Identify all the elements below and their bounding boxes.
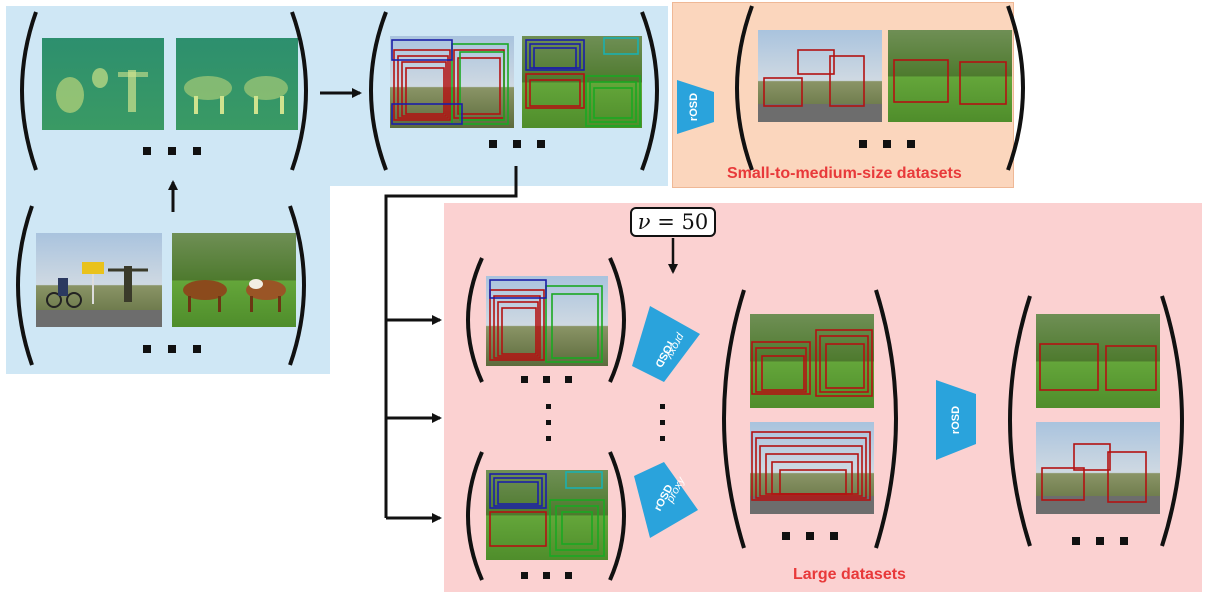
feature-map-left [42, 38, 164, 130]
merged-image-person [750, 422, 874, 514]
result-image-person-small [758, 30, 882, 122]
ellipsis-icon [521, 572, 572, 579]
rosd-block [677, 80, 714, 134]
result-image-horses-small [888, 30, 1012, 122]
proxy-rosd-block-bottom [634, 462, 698, 538]
candidate-image-right [522, 36, 642, 128]
left-parenthesis-icon [466, 451, 484, 581]
left-parenthesis-icon [369, 11, 388, 171]
rosd-block-large-label: rOSD [950, 406, 962, 434]
ellipsis-icon [521, 376, 572, 383]
right-parenthesis-icon [608, 257, 626, 383]
nu-symbol: ν [637, 210, 651, 234]
right-parenthesis-icon [640, 11, 659, 171]
right-parenthesis-icon [608, 451, 626, 581]
left-parenthesis-icon [16, 205, 34, 366]
large-datasets-label: Large datasets [793, 566, 906, 583]
right-parenthesis-icon [290, 11, 308, 171]
ellipsis-icon [1072, 537, 1128, 545]
nu-value: = 50 [650, 210, 709, 234]
feature-map-right [176, 38, 298, 130]
ellipsis-icon [859, 140, 915, 148]
right-parenthesis-icon [288, 205, 306, 366]
final-image-horses [1036, 314, 1160, 408]
merged-image-horses [750, 314, 874, 408]
input-image-person-bikes [36, 233, 162, 327]
ellipsis-icon [143, 147, 201, 155]
rosd-block-label: rOSD [688, 93, 700, 121]
branch-connector [384, 166, 518, 518]
proxy-rosd-block-top [632, 306, 700, 382]
right-parenthesis-icon [1006, 5, 1025, 171]
input-image-horses [172, 233, 296, 327]
left-parenthesis-icon [1008, 295, 1032, 547]
vertical-ellipsis-icon [546, 404, 665, 441]
left-parenthesis-icon [722, 289, 746, 549]
rosd-block-large [936, 380, 976, 460]
right-parenthesis-icon [1160, 295, 1184, 547]
left-parenthesis-icon [466, 257, 484, 383]
ellipsis-icon [782, 532, 838, 540]
left-parenthesis-icon [20, 11, 38, 171]
nu-parameter-box: ν = 50 [630, 207, 716, 237]
left-parenthesis-icon [735, 5, 754, 171]
right-parenthesis-icon [874, 289, 898, 549]
ellipsis-icon [143, 345, 201, 353]
final-image-person [1036, 422, 1160, 514]
ellipsis-icon [489, 140, 545, 148]
chunk-image-top [486, 276, 608, 366]
small-datasets-label: Small-to-medium-size datasets [727, 165, 962, 182]
candidate-image-left [390, 36, 514, 128]
chunk-image-bottom [486, 470, 608, 560]
